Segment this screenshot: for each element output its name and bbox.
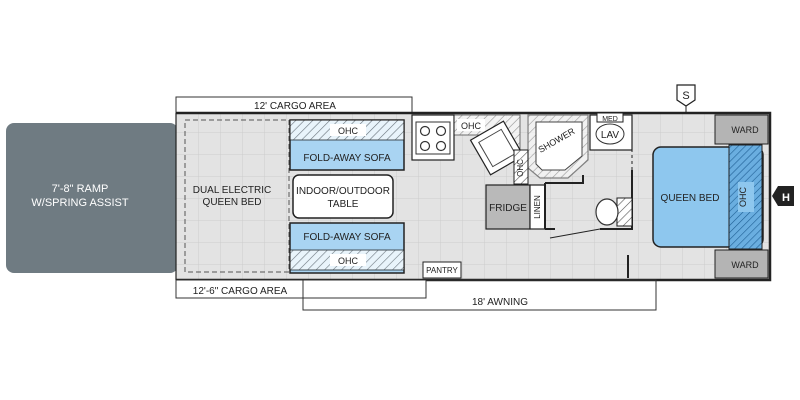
cargo-bottom-label: 12'-6" CARGO AREA [193,286,288,297]
ward-top-label: WARD [731,125,759,135]
awning: 18' AWNING [302,279,657,311]
toilet [595,197,633,227]
med-label: MED [602,116,618,123]
ohc-label-bedroom: OHC [738,187,748,208]
ohc-label-sofa-top: OHC [338,126,359,136]
sofa-bottom-label: FOLD-AWAY SOFA [303,232,391,243]
pantry-label: PANTRY [426,266,458,275]
linen-label: LINEN [533,195,542,219]
fold-away-sofa-top: OHC FOLD-AWAY SOFA [289,119,405,171]
ohc-label-kitchen: OHC [461,121,482,131]
cargo-top-label: 12' CARGO AREA [254,101,336,112]
wardrobe-bottom: WARD [714,249,769,279]
bedroom-ohc: OHC [728,144,763,250]
ohc-label-vertical: OHC [516,159,525,177]
fridge-label: FRIDGE [489,203,527,214]
lavatory: MED LAV [589,112,633,151]
linen: LINEN [529,184,546,230]
h-marker: H [772,186,794,206]
stove [411,114,455,161]
fridge: FRIDGE [485,184,531,230]
ward-bottom-label: WARD [731,260,759,270]
ohc-label-sofa-bottom: OHC [338,256,359,266]
table-label-1: INDOOR/OUTDOOR [296,186,390,197]
cargo-area-top-dimension: 12' CARGO AREA [175,96,413,114]
cargo-area-bottom-dimension: 12'-6" CARGO AREA [175,279,427,299]
shower: SHOWER [527,114,589,179]
sofa-top-label: FOLD-AWAY SOFA [303,153,391,164]
ramp-label-2: W/SPRING ASSIST [31,197,128,209]
ramp-label-1: 7'-8" RAMP [52,183,109,195]
pantry: PANTRY [422,261,462,279]
indoor-outdoor-table: INDOOR/OUTDOOR TABLE [292,174,394,219]
dual-electric-queen-bed: DUAL ELECTRIC QUEEN BED [184,119,290,273]
fold-away-sofa-bottom: OHC FOLD-AWAY SOFA [289,222,405,274]
queen-bed-label: QUEEN BED [661,193,720,204]
bed-label-2: QUEEN BED [203,197,262,208]
bathroom-walls [544,170,633,230]
kitchen-counter-ohc: OHC [453,114,525,176]
lav-label: LAV [601,130,619,141]
kitchen-ohc-vertical: OHC [513,149,529,185]
s-marker: S [676,84,696,113]
awning-label: 18' AWNING [472,297,528,308]
wardrobe-top: WARD [714,114,769,145]
bed-label-1: DUAL ELECTRIC [193,185,272,196]
h-marker-label: H [782,192,790,204]
ramp: 7'-8" RAMP W/SPRING ASSIST [6,123,178,273]
table-label-2: TABLE [328,199,359,210]
s-marker-label: S [682,90,689,102]
